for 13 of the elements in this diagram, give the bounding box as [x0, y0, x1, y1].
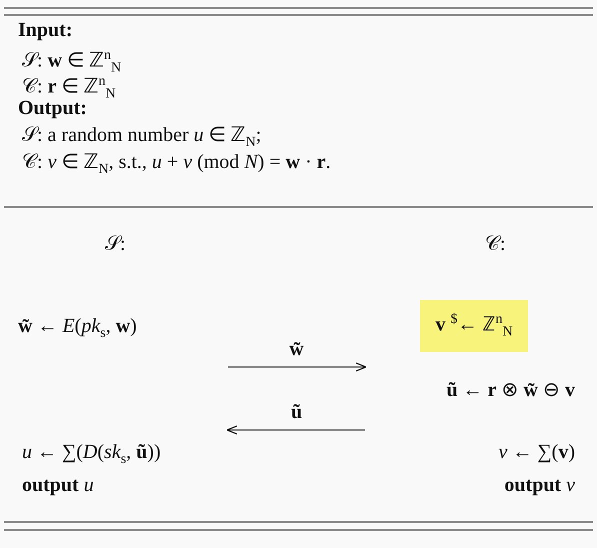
protocol-step: w̃ ← E(pk$_{s}$, w): [18, 314, 137, 346]
protocol-step: 𝒞: v ∈ ℤ$_{N}$, s.t., u + v (mod N) = w · r.: [22, 150, 331, 182]
message-label: ũ: [290, 400, 302, 424]
protocol-step: output u: [22, 473, 94, 497]
protocol-step: u ← ∑(D(sk$_{s}$, ũ)): [22, 440, 161, 472]
party-label: 𝒮:: [105, 232, 126, 256]
protocol-step: v ← ∑(v): [498, 440, 575, 464]
section-heading: Input:: [18, 18, 72, 42]
message-label: w̃: [289, 337, 304, 361]
protocol-step: ũ ← r ⊗ w̃ ⊖ v: [446, 378, 575, 402]
party-label: 𝒞:: [485, 232, 506, 256]
protocol-step: output v: [504, 473, 575, 497]
highlighted-step: [420, 300, 528, 352]
